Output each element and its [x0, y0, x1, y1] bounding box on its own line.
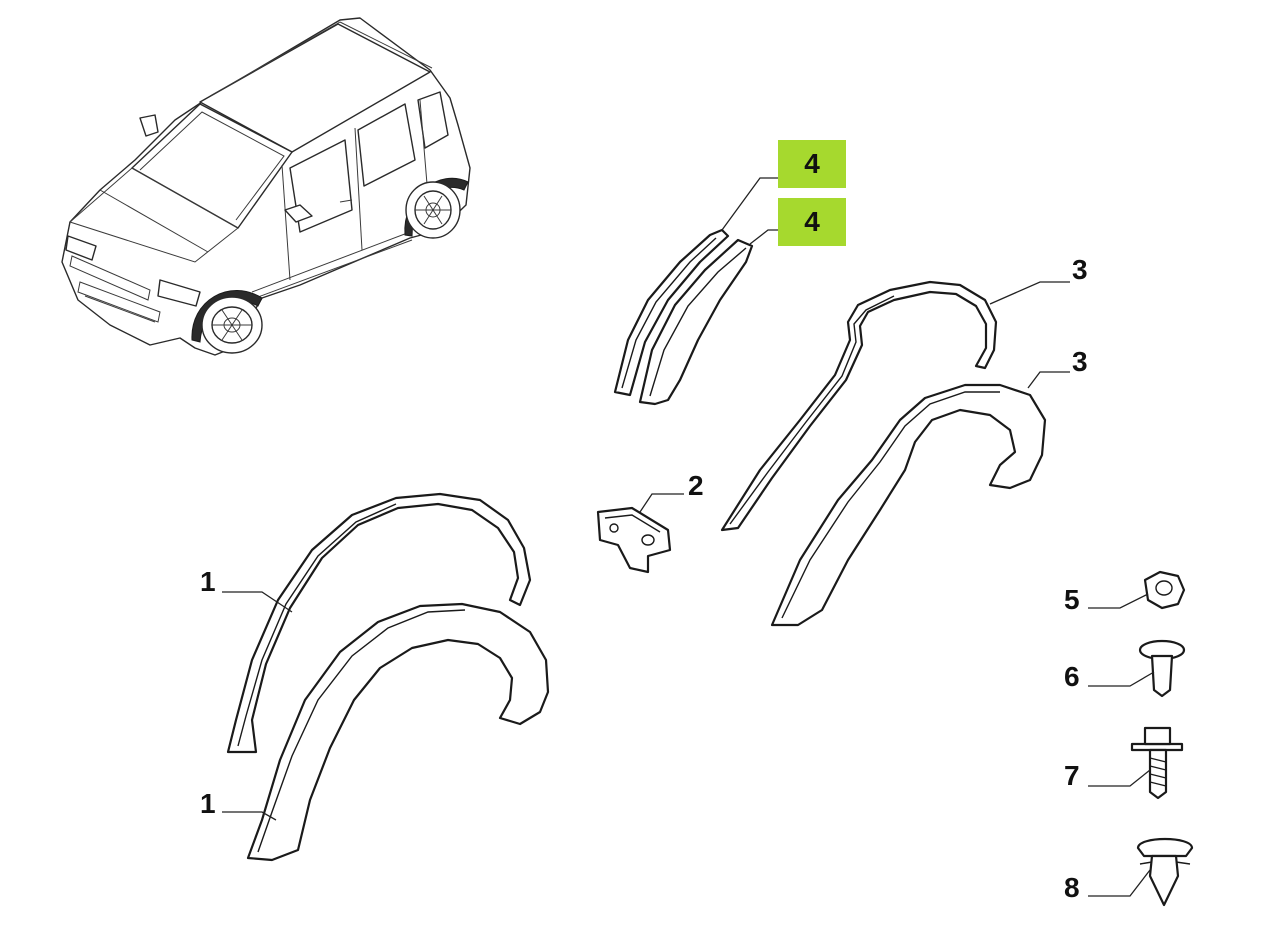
- part-1-wheel-arch-flare: [246, 602, 550, 862]
- part-7-screw: [1130, 726, 1184, 800]
- vehicle-overview-illustration: [61, 17, 471, 356]
- callout-1-lower[interactable]: 1: [200, 788, 216, 819]
- part-5-nut: [1143, 570, 1186, 610]
- part-8-clip: [1136, 838, 1194, 907]
- callout-7[interactable]: 7: [1064, 760, 1080, 791]
- part-1-arch-seal: [226, 492, 532, 754]
- highlight-box-4b: [778, 198, 846, 246]
- callout-2[interactable]: 2: [688, 470, 704, 501]
- part-4-strip-inner: [613, 228, 730, 397]
- part-3-wheel-arch-flare: [770, 383, 1047, 627]
- callout-3-lower[interactable]: 3: [1072, 346, 1088, 377]
- callout-4-lower[interactable]: 4: [804, 206, 820, 237]
- callout-4-upper[interactable]: 4: [804, 148, 820, 179]
- callout-1-upper[interactable]: 1: [200, 566, 216, 597]
- part-2-bracket: [596, 506, 672, 574]
- part-6-push-pin: [1138, 639, 1186, 698]
- callout-5[interactable]: 5: [1064, 584, 1080, 615]
- part-3-arch-seal: [720, 280, 998, 532]
- highlight-box-4a: [778, 140, 846, 188]
- callout-3-upper[interactable]: 3: [1072, 254, 1088, 285]
- part-4-strip-outer: [638, 238, 754, 406]
- leader-lines: [222, 177, 1155, 897]
- callout-6[interactable]: 6: [1064, 661, 1080, 692]
- callout-8[interactable]: 8: [1064, 872, 1080, 903]
